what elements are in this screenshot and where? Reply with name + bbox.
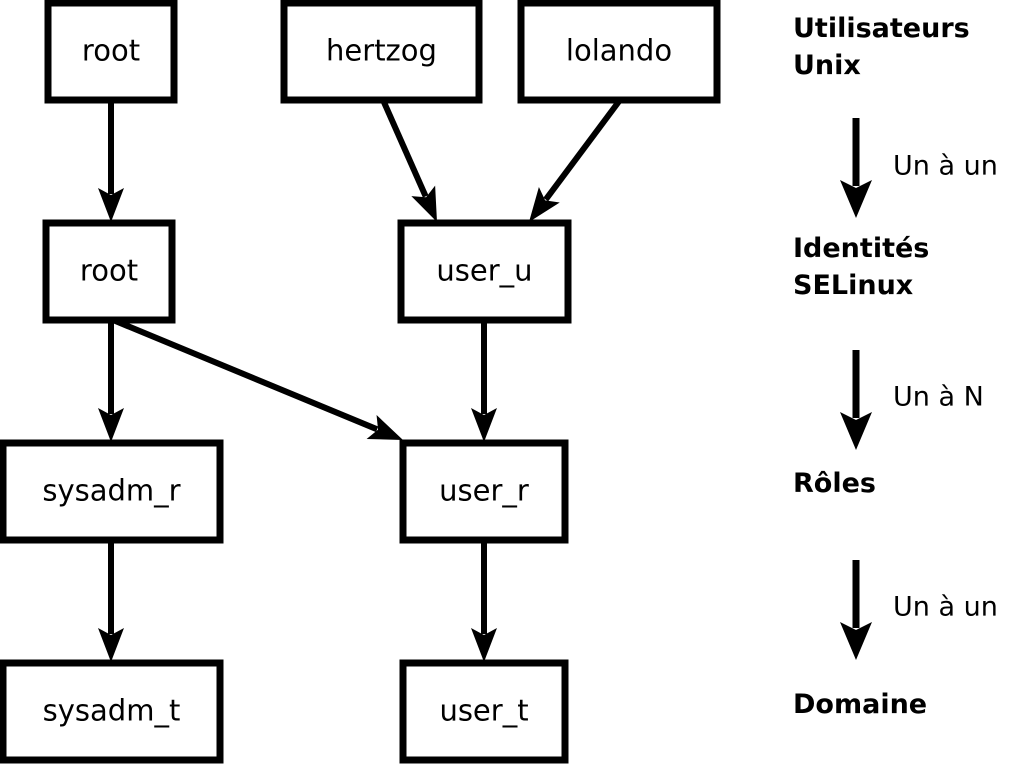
node-label: sysadm_t	[43, 694, 181, 728]
legend-arrow-1: Un à un	[840, 118, 998, 218]
node-box[interactable]	[280, 0, 483, 104]
node-box[interactable]	[44, 0, 178, 104]
node-dom-usert[interactable]: user_t	[399, 659, 569, 764]
edge-arrowhead	[366, 414, 403, 440]
edge-arrowhead	[98, 408, 124, 442]
legend-arrow-2-arrowhead	[840, 412, 872, 450]
edge-shaft	[543, 98, 623, 202]
edge-arrowhead	[471, 408, 497, 442]
edge-ident-root-to-role-sysadmr	[98, 320, 124, 442]
node-dom-sysadmt[interactable]: sysadm_t	[0, 659, 224, 764]
legend-arrow-3-caption: Un à un	[893, 592, 998, 623]
node-box[interactable]	[399, 659, 569, 764]
node-label: lolando	[566, 34, 672, 68]
legend-identities-line-2: SELinux	[793, 270, 913, 301]
edge-shaft	[380, 98, 429, 198]
legend-arrow-1-arrowhead	[840, 180, 872, 218]
node-unix-lolando[interactable]: lolando	[517, 0, 721, 104]
legend-domain-line-1: Domaine	[793, 689, 927, 720]
legend-layer: UtilisateursUnixIdentitésSELinuxRôlesDom…	[793, 13, 998, 720]
node-unix-hertzog[interactable]: hertzog	[280, 0, 483, 104]
edge-arrowhead	[98, 188, 124, 222]
edges-layer	[98, 98, 623, 662]
node-box[interactable]	[517, 0, 721, 104]
edge-ident-useru-to-role-userr	[471, 320, 497, 442]
edge-arrowhead	[529, 186, 560, 222]
edge-unix-hertzog-to-ident-useru	[380, 98, 437, 222]
legend-arrow-1-caption: Un à un	[893, 151, 998, 182]
legend-identities-line-1: Identités	[793, 233, 929, 264]
node-label: user_t	[439, 694, 528, 728]
node-label: user_r	[439, 474, 529, 508]
edge-ident-root-to-role-userr	[111, 317, 403, 440]
node-ident-useru[interactable]: user_u	[397, 219, 572, 324]
node-box[interactable]	[0, 659, 224, 764]
legend-users-line-1: Utilisateurs	[793, 13, 970, 44]
node-ident-root[interactable]: root	[42, 219, 176, 324]
node-role-userr[interactable]: user_r	[399, 439, 569, 544]
edge-role-userr-to-dom-usert	[471, 540, 497, 662]
legend-roles-line-1: Rôles	[793, 468, 876, 499]
edge-arrowhead	[98, 628, 124, 662]
edge-unix-lolando-to-ident-useru	[529, 98, 623, 222]
legend-arrow-2: Un à N	[840, 350, 984, 450]
node-unix-root[interactable]: root	[44, 0, 178, 104]
legend-arrow-3-arrowhead	[840, 622, 872, 660]
edge-shaft	[111, 317, 379, 433]
edge-arrowhead	[471, 628, 497, 662]
node-box[interactable]	[397, 219, 572, 324]
legend-arrow-2-caption: Un à N	[893, 382, 984, 413]
edge-arrowhead	[411, 185, 437, 222]
node-label: root	[80, 254, 138, 288]
edge-unix-root-to-ident-root	[98, 100, 124, 222]
legend-roles: Rôles	[793, 468, 876, 499]
node-box[interactable]	[399, 439, 569, 544]
node-role-sysadmr[interactable]: sysadm_r	[0, 439, 224, 544]
node-label: root	[82, 34, 140, 68]
edge-role-sysadmr-to-dom-sysadmt	[98, 540, 124, 662]
node-label: hertzog	[326, 34, 437, 68]
legend-arrow-3: Un à un	[840, 560, 998, 660]
node-box[interactable]	[0, 439, 224, 544]
legend-domain: Domaine	[793, 689, 927, 720]
node-label: sysadm_r	[42, 474, 180, 508]
node-label: user_u	[436, 254, 532, 288]
node-box[interactable]	[42, 219, 176, 324]
legend-users-line-2: Unix	[793, 50, 861, 81]
